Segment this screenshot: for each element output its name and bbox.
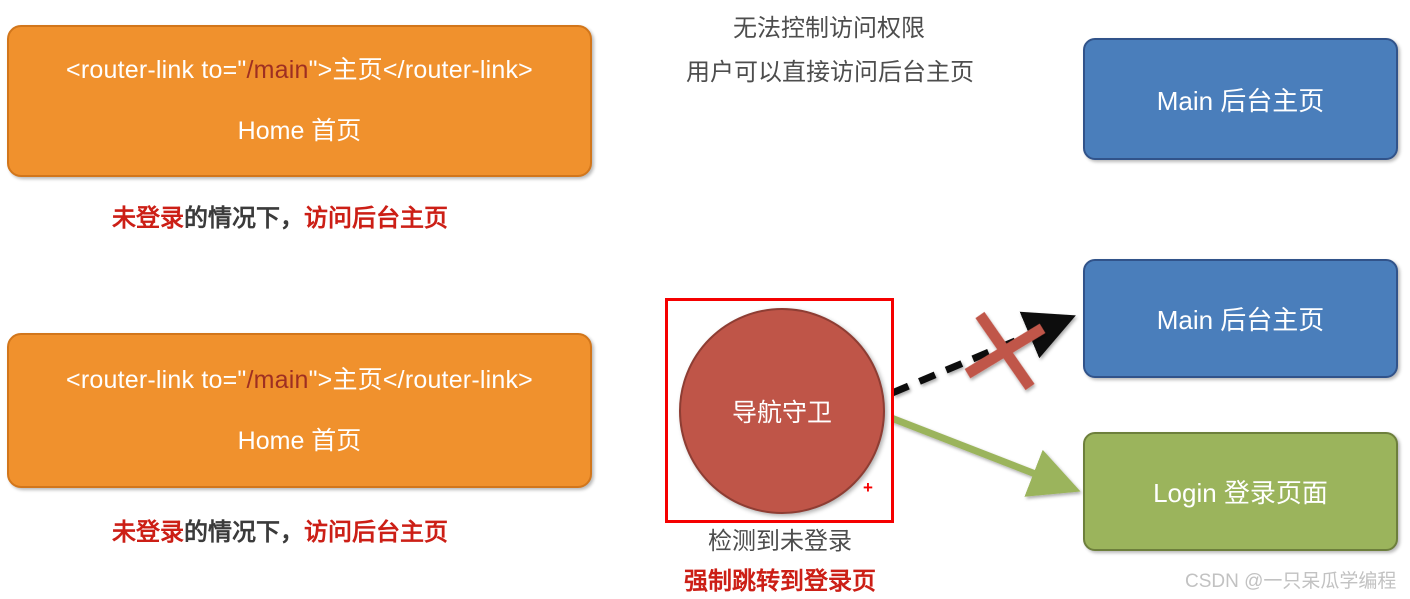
caption-detected-not-logged-in: 检测到未登录 (708, 528, 852, 555)
arrow-guard-to-main-blocked (864, 311, 1076, 408)
navigation-guard-label: 导航守卫 (731, 399, 832, 427)
home-node-subtitle-top: Home 首页 (237, 117, 362, 145)
code-path: /main (246, 56, 309, 84)
code-prefix: <router-link to=" (66, 56, 247, 84)
home-node-subtitle-bottom: Home 首页 (237, 426, 362, 455)
router-link-code-bottom: <router-link to="/main">主页</router-link> (66, 365, 533, 395)
caption-not-logged-in-bottom: 未登录的情况下，访问后台主页 (112, 518, 448, 548)
arrow-guard-to-login (874, 408, 1081, 497)
main-node-label-bottom: Main 后台主页 (1156, 305, 1325, 335)
code-suffix: ">主页</router-link> (308, 56, 533, 84)
code-suffix: ">主页</router-link> (308, 365, 533, 394)
caption-seg-dark-1: 的情况下， (184, 205, 304, 232)
code-path: /main (246, 365, 309, 394)
plus-icon: + (863, 478, 873, 497)
arrow-label-top-line2: 用户可以直接访问后台主页 (686, 59, 974, 86)
caption-not-logged-in-top: 未登录的情况下，访问后台主页 (112, 204, 448, 234)
caption-seg-red-2: 访问后台主页 (304, 205, 448, 232)
caption-seg-red-1: 未登录 (112, 205, 184, 232)
caption-seg-dark-1: 的情况下， (184, 519, 304, 546)
main-node-top[interactable]: Main 后台主页 (1083, 38, 1398, 160)
main-node-bottom[interactable]: Main 后台主页 (1083, 259, 1398, 378)
caption-force-redirect-login: 强制跳转到登录页 (684, 568, 876, 595)
caption-seg-red-1: 未登录 (112, 519, 184, 546)
router-link-code-top: <router-link to="/main">主页</router-link> (66, 55, 533, 85)
arrow-label-top-line1: 无法控制访问权限 (733, 15, 925, 42)
x-mark-icon (964, 311, 1046, 391)
code-prefix: <router-link to=" (66, 365, 247, 394)
login-node-label: Login 登录页面 (1153, 478, 1328, 508)
csdn-watermark: CSDN @一只呆瓜学编程 (1185, 571, 1397, 592)
main-node-label-top: Main 后台主页 (1156, 85, 1325, 116)
navigation-guard-circle[interactable]: 导航守卫 (679, 308, 885, 514)
login-node[interactable]: Login 登录页面 (1083, 432, 1398, 551)
home-node-top[interactable]: <router-link to="/main">主页</router-link>… (7, 25, 592, 177)
caption-seg-red-2: 访问后台主页 (304, 519, 448, 546)
home-node-bottom[interactable]: <router-link to="/main">主页</router-link>… (7, 333, 592, 488)
